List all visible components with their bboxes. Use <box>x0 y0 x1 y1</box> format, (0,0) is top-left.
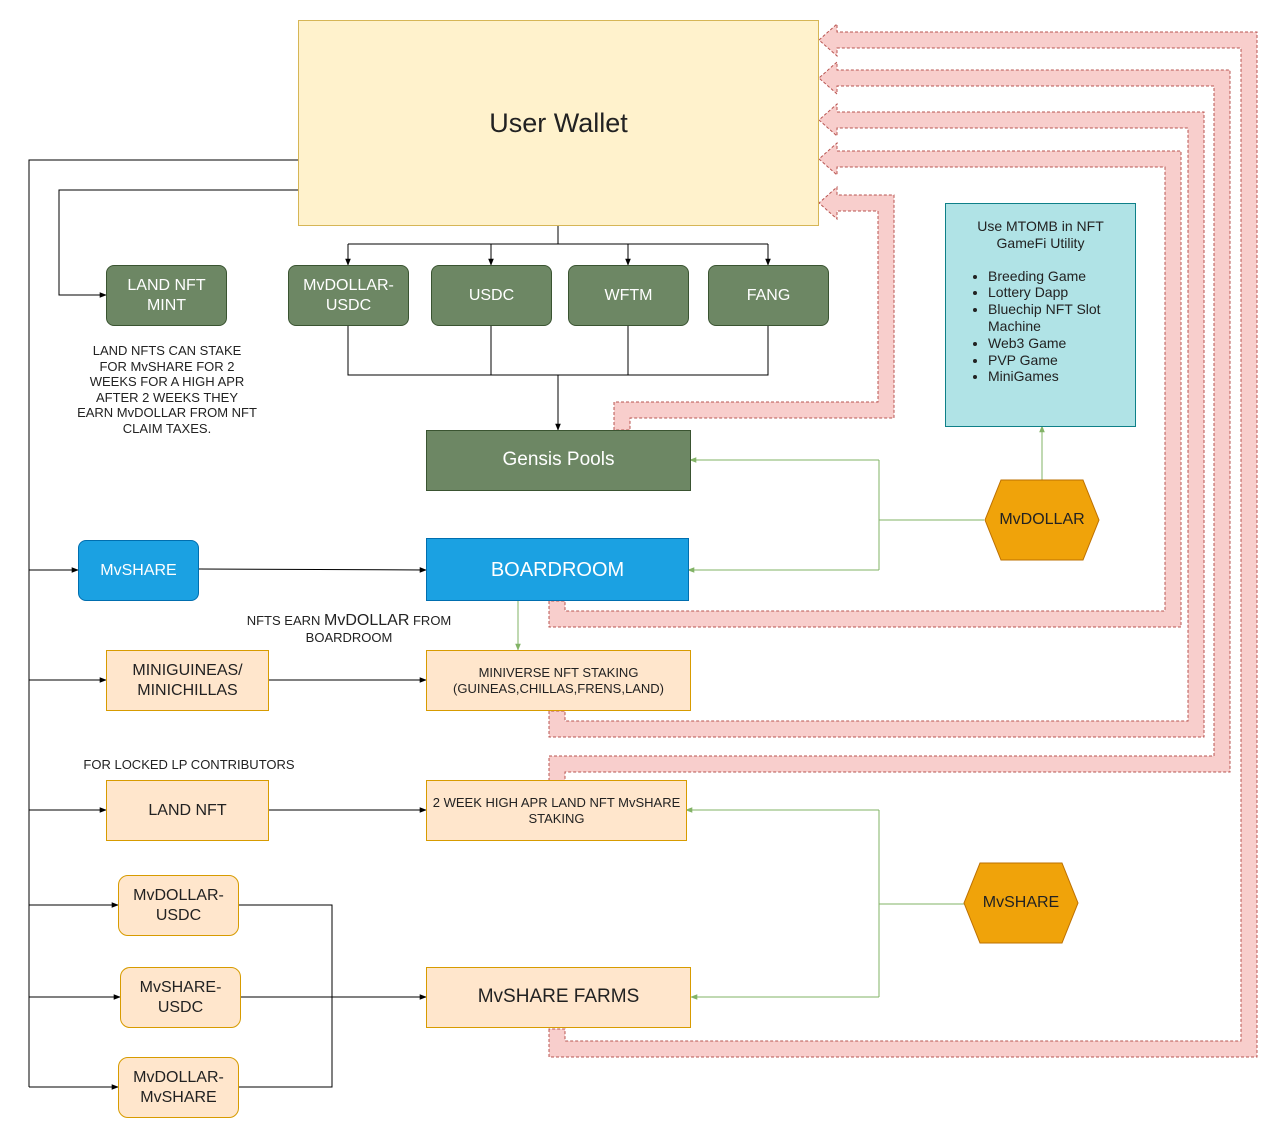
gamefi-utility-title: Use MTOMB in NFT GameFi Utility <box>977 218 1104 251</box>
boardroom-note-part: NFTS EARN <box>246 613 325 628</box>
land-nft-note: LAND NFTS CAN STAKE FOR MvSHARE FOR 2 WE… <box>77 343 257 436</box>
mvshare-hexagon-label: MvSHARE <box>982 894 1060 911</box>
return-arrow-genesis <box>613 185 895 431</box>
miniguineas-box[interactable]: MINIGUINEAS/ MINICHILLAS <box>106 650 269 711</box>
genesis-pools-label: Gensis Pools <box>502 449 615 471</box>
land-nft-staking-box[interactable]: 2 WEEK HIGH APR LAND NFT MvSHARE STAKING <box>426 780 687 841</box>
staking-input-lines <box>198 567 427 1088</box>
reward-lines <box>515 425 1045 1000</box>
return-arrow-land-stake <box>548 60 1231 782</box>
wallet-to-tokens-lines <box>345 226 771 431</box>
miniverse-staking-box[interactable]: MINIVERSE NFT STAKING (GUINEAS,CHILLAS,F… <box>426 650 691 711</box>
mvshare-farms-label: MvSHARE FARMS <box>477 986 640 1008</box>
miniguineas-label: MINIGUINEAS/ MINICHILLAS <box>132 662 243 699</box>
token-wftm-box[interactable]: WFTM <box>568 265 689 326</box>
token-label: FANG <box>746 286 791 304</box>
boardroom-note-token: MvDOLLAR <box>324 612 410 629</box>
lp-label: MvDOLLAR- MvSHARE <box>133 1069 224 1106</box>
boardroom-label: BOARDROOM <box>490 558 625 581</box>
token-fang-box[interactable]: FANG <box>708 265 829 326</box>
lp-mvshare-usdc-box[interactable]: MvSHARE- USDC <box>120 967 241 1028</box>
mvshare-token-label: MvSHARE <box>100 561 177 579</box>
return-arrow-boardroom <box>548 141 1182 628</box>
utility-item: Bluechip NFT Slot Machine <box>988 301 1101 335</box>
return-arrow-farms <box>548 22 1258 1058</box>
return-arrow-miniverse <box>548 102 1205 738</box>
token-usdc-box[interactable]: USDC <box>431 265 552 326</box>
token-label: WFTM <box>604 286 653 304</box>
locked-lp-note: FOR LOCKED LP CONTRIBUTORS <box>83 757 295 772</box>
token-label: USDC <box>468 286 515 304</box>
user-wallet-label: User Wallet <box>489 107 628 138</box>
lp-label: MvSHARE- USDC <box>139 979 222 1016</box>
land-nft-mint-label: LAND NFT MINT <box>127 277 206 314</box>
lp-mvdollar-mvshare-box[interactable]: MvDOLLAR- MvSHARE <box>118 1057 239 1118</box>
utility-item: Breeding Game <box>988 268 1101 285</box>
mvshare-hexagon[interactable] <box>963 862 1079 944</box>
lp-mvdollar-usdc-box[interactable]: MvDOLLAR- USDC <box>118 875 239 936</box>
mvdollar-hexagon[interactable] <box>984 479 1100 561</box>
genesis-pools-box[interactable]: Gensis Pools <box>426 430 691 491</box>
utility-item: MiniGames <box>988 368 1101 385</box>
user-wallet-box[interactable]: User Wallet <box>298 20 819 226</box>
mvshare-farms-box[interactable]: MvSHARE FARMS <box>426 967 691 1028</box>
token-label: MvDOLLAR- USDC <box>303 277 394 314</box>
land-nft-label: LAND NFT <box>148 801 227 819</box>
mvshare-token-box[interactable]: MvSHARE <box>78 540 199 601</box>
gamefi-utility-list: Breeding Game Lottery Dapp Bluechip NFT … <box>956 268 1101 386</box>
boardroom-note: NFTS EARN MvDOLLAR FROM BOARDROOM <box>232 611 466 646</box>
boardroom-box[interactable]: BOARDROOM <box>426 538 689 601</box>
miniverse-staking-label: MINIVERSE NFT STAKING (GUINEAS,CHILLAS,F… <box>453 664 664 696</box>
return-arrows <box>548 22 1258 1058</box>
left-bus-lines <box>28 159 298 1090</box>
mvdollar-hexagon-label: MvDOLLAR <box>999 511 1085 528</box>
land-nft-box[interactable]: LAND NFT <box>106 780 269 841</box>
gamefi-utility-box[interactable]: Use MTOMB in NFT GameFi Utility Breeding… <box>945 203 1136 427</box>
utility-item: Web3 Game <box>988 335 1101 352</box>
land-nft-staking-label: 2 WEEK HIGH APR LAND NFT MvSHARE STAKING <box>432 794 681 826</box>
boardroom-note-part: FROM BOARDROOM <box>305 613 452 646</box>
utility-item: PVP Game <box>988 352 1101 369</box>
lp-label: MvDOLLAR- USDC <box>133 887 224 924</box>
token-mvdollar-usdc-box[interactable]: MvDOLLAR- USDC <box>288 265 409 326</box>
utility-item: Lottery Dapp <box>988 284 1101 301</box>
land-nft-mint-box[interactable]: LAND NFT MINT <box>106 265 227 326</box>
